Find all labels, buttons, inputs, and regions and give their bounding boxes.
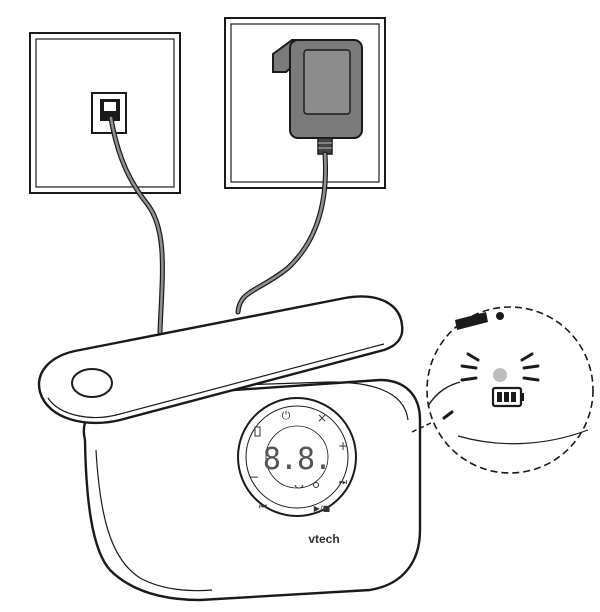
settings-icon xyxy=(313,482,319,488)
handset xyxy=(37,295,404,425)
skip-back-icon[interactable]: ⏮ xyxy=(259,502,267,512)
battery-charging-icon xyxy=(491,386,524,408)
power-adapter xyxy=(272,39,363,155)
handset-earpiece-icon xyxy=(71,368,113,398)
telephone-wall-socket xyxy=(29,32,181,194)
callout-leader-line xyxy=(411,419,438,433)
power-icon[interactable]: ⏻ xyxy=(282,409,291,422)
volume-down-icon[interactable]: − xyxy=(249,470,259,484)
charging-detail-callout xyxy=(426,306,594,474)
dial-battery-icon xyxy=(254,426,261,437)
control-panel: ⏻ × + − ⏭ ⏮ ▶/■ 8.8. xyxy=(237,397,357,517)
play-stop-icon[interactable]: ▶/■ xyxy=(314,504,330,513)
vtech-logo: vtech xyxy=(308,532,339,546)
skip-forward-icon[interactable]: ⏭ xyxy=(339,478,347,488)
led-glow-rays xyxy=(460,352,540,382)
message-counter-display: 8.8. xyxy=(263,442,331,477)
volume-up-icon[interactable]: + xyxy=(338,439,348,453)
find-handset-icon xyxy=(294,484,304,489)
delete-icon[interactable]: × xyxy=(317,411,327,425)
charging-led-icon xyxy=(493,368,507,382)
